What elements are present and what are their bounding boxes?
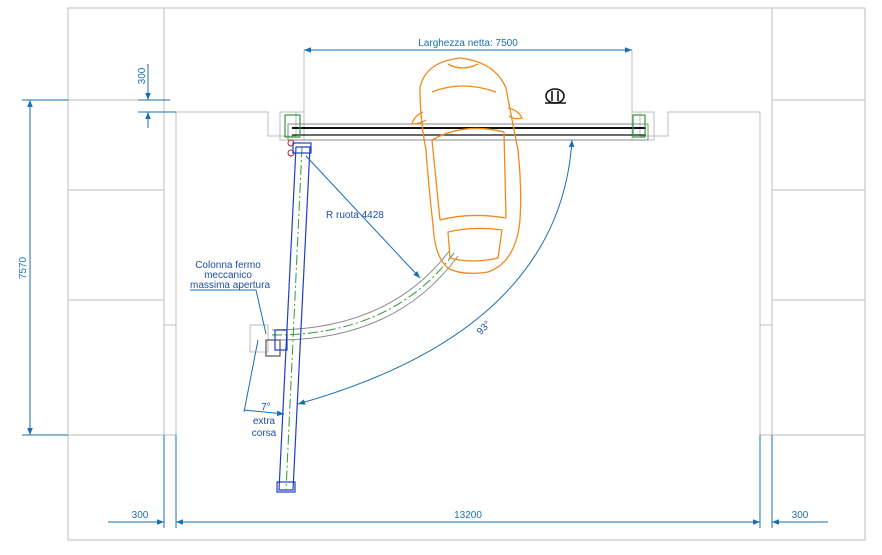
column-label-line3: massima apertura (190, 280, 270, 291)
wheel-track (271, 249, 459, 341)
bottom-right-dimension: 300 (792, 510, 809, 521)
bottom-left-dimension: 300 (132, 510, 149, 521)
top-offset-dimension: 300 (137, 67, 148, 84)
car-outline (411, 57, 523, 274)
column-label-line1: Colonna fermo (195, 260, 261, 271)
extra-label-line1: extra (253, 416, 276, 427)
manufacturer-logo-icon (545, 88, 566, 104)
opening-angle-label: 93° (475, 319, 493, 337)
door-header-track (284, 114, 649, 157)
column-label-line2: meccanico (204, 270, 252, 281)
door-leaf (265, 142, 312, 493)
bottom-total-dimension: 13200 (454, 510, 482, 521)
net-width-dimension: Larghezza netta: 7500 (418, 38, 518, 49)
wheel-radius-label: R ruota 4428 (326, 210, 384, 221)
building-walls (67, 7, 866, 541)
left-height-dimension: 7570 (18, 256, 29, 279)
extra-label-line2: corsa (252, 428, 277, 439)
dimension-lines (22, 47, 828, 528)
extra-angle-label: 7° (261, 402, 271, 413)
